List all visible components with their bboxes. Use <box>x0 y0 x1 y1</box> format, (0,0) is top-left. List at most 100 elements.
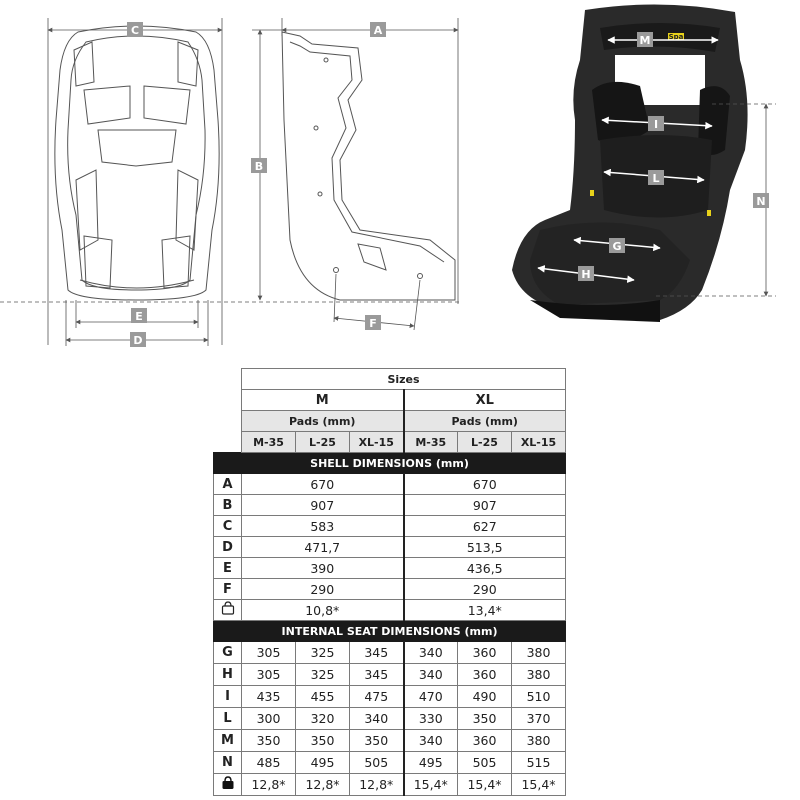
size-m-label: M <box>241 389 404 411</box>
dim-label-a: A <box>370 22 386 37</box>
internal-value: 350 <box>241 729 296 752</box>
internal-value: 360 <box>457 663 512 686</box>
internal-value: 380 <box>511 641 566 664</box>
internal-value: 360 <box>457 729 512 752</box>
pads-row: Pads (mm) Pads (mm) <box>213 410 566 432</box>
shell-value-xl: 627 <box>402 515 566 537</box>
shell-header-row: SHELL DIMENSIONS (mm) <box>213 452 566 474</box>
internal-value: 350 <box>349 729 404 752</box>
size-xl-label: XL <box>402 389 566 411</box>
shell-value-xl: 907 <box>402 494 566 516</box>
dim-label-c-text: C <box>131 24 139 37</box>
svg-text:D: D <box>133 334 142 347</box>
svg-text:I: I <box>654 118 658 131</box>
internal-dimensions-header: INTERNAL SEAT DIMENSIONS (mm) <box>213 620 566 642</box>
shell-value-m: 390 <box>241 557 404 579</box>
row-label: A <box>213 473 242 495</box>
dim-label-e: E <box>131 308 147 323</box>
internal-value: 485 <box>241 751 296 774</box>
dim-label-b: B <box>251 158 267 173</box>
internal-value: 515 <box>511 751 566 774</box>
dim-label-c: C <box>127 22 143 37</box>
svg-text:N: N <box>756 195 765 208</box>
internal-value: 325 <box>295 663 350 686</box>
internal-value: 12,8* <box>295 773 350 796</box>
internal-value: 325 <box>295 641 350 664</box>
row-label: E <box>213 557 242 579</box>
row-label: G <box>213 641 242 664</box>
internal-value: 495 <box>402 751 458 774</box>
internal-value: 15,4* <box>511 773 566 796</box>
row-label: B <box>213 494 242 516</box>
svg-text:G: G <box>612 240 621 253</box>
internal-value: 505 <box>349 751 404 774</box>
internal-value: 495 <box>295 751 350 774</box>
internal-value: 15,4* <box>457 773 512 796</box>
front-view-drawing <box>54 25 220 301</box>
internal-value: 340 <box>349 707 404 730</box>
row-label: L <box>213 707 242 730</box>
row-label: N <box>213 751 242 774</box>
shell-value-m: 670 <box>241 473 404 495</box>
pads-label-xl: Pads (mm) <box>402 410 566 432</box>
internal-value: 305 <box>241 641 296 664</box>
dim-label-d: D <box>130 332 146 347</box>
shell-value-m: 583 <box>241 515 404 537</box>
row-label: I <box>213 685 242 708</box>
shell-dimensions-header: SHELL DIMENSIONS (mm) <box>213 452 566 474</box>
shell-value-xl: 436,5 <box>402 557 566 579</box>
seat-photo: Spa <box>512 4 748 322</box>
pads-label-m: Pads (mm) <box>241 410 404 432</box>
dim-label-n: N <box>753 193 769 208</box>
internal-value: 340 <box>402 663 458 686</box>
internal-value: 435 <box>241 685 296 708</box>
internal-value: 475 <box>349 685 404 708</box>
internal-value: 360 <box>457 641 512 664</box>
side-view-drawing <box>281 31 456 301</box>
shell-value-xl: 670 <box>402 473 566 495</box>
dim-label-g: G <box>609 238 625 253</box>
pad-size: M-35 <box>241 431 296 453</box>
seat-diagrams: C E D A B F <box>0 4 776 347</box>
dim-label-f: F <box>365 315 381 330</box>
size-names-row: M XL <box>213 389 566 411</box>
shell-value-xl: 513,5 <box>402 536 566 558</box>
internal-value: 370 <box>511 707 566 730</box>
svg-text:B: B <box>255 160 263 173</box>
internal-value: 505 <box>457 751 512 774</box>
internal-value: 510 <box>511 685 566 708</box>
internal-value: 320 <box>295 707 350 730</box>
internal-value: 350 <box>295 729 350 752</box>
row-label: H <box>213 663 242 686</box>
svg-text:A: A <box>374 24 383 37</box>
internal-value: 12,8* <box>349 773 404 796</box>
sizes-label: Sizes <box>241 368 566 390</box>
internal-value: 12,8* <box>241 773 296 796</box>
dim-label-h: H <box>578 266 594 281</box>
shell-value-xl: 13,4* <box>402 599 566 621</box>
svg-text:M: M <box>640 34 651 47</box>
shell-value-m: 10,8* <box>241 599 404 621</box>
dim-label-m: M <box>637 32 653 47</box>
row-label: F <box>213 578 242 600</box>
internal-value: 340 <box>402 729 458 752</box>
pad-size: L-25 <box>295 431 350 453</box>
internal-value: 455 <box>295 685 350 708</box>
pad-size: XL-15 <box>511 431 566 453</box>
shell-value-xl: 290 <box>402 578 566 600</box>
svg-text:E: E <box>135 310 143 323</box>
internal-value: 300 <box>241 707 296 730</box>
internal-value: 490 <box>457 685 512 708</box>
internal-value: 380 <box>511 729 566 752</box>
dim-label-l: L <box>648 170 664 185</box>
